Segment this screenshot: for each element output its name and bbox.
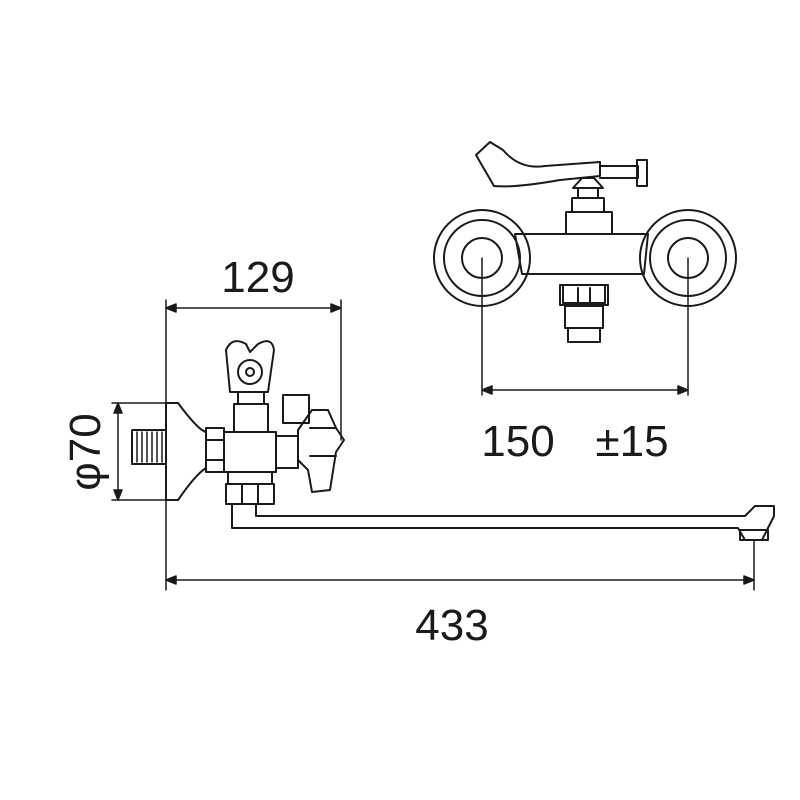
valve-cap: [572, 177, 604, 189]
spacing-dimension: [481, 257, 689, 396]
dimension-spacing: 150: [481, 417, 554, 466]
front-view: [433, 141, 737, 343]
side-view: [131, 340, 775, 541]
dimension-433: 433: [415, 601, 488, 650]
side-flange: [165, 402, 207, 501]
dimension-tolerance: ±15: [595, 417, 668, 466]
bottom-nut: [227, 471, 273, 485]
lever-handle: [475, 141, 601, 188]
mixer-body: [514, 233, 649, 275]
handle-cap: [282, 394, 310, 424]
valve-body: [223, 431, 277, 473]
spout: [231, 503, 775, 541]
dimension-129: 129: [221, 253, 294, 302]
cross-handle: [297, 409, 345, 493]
dimension-diameter: φ70: [61, 413, 110, 490]
handle-rod: [599, 165, 639, 179]
lower-nut: [562, 284, 606, 304]
eccentric-nut: [205, 427, 225, 473]
shower-holder: [225, 340, 275, 393]
side-dimensions: [111, 299, 755, 591]
threaded-outlet: [636, 159, 648, 187]
